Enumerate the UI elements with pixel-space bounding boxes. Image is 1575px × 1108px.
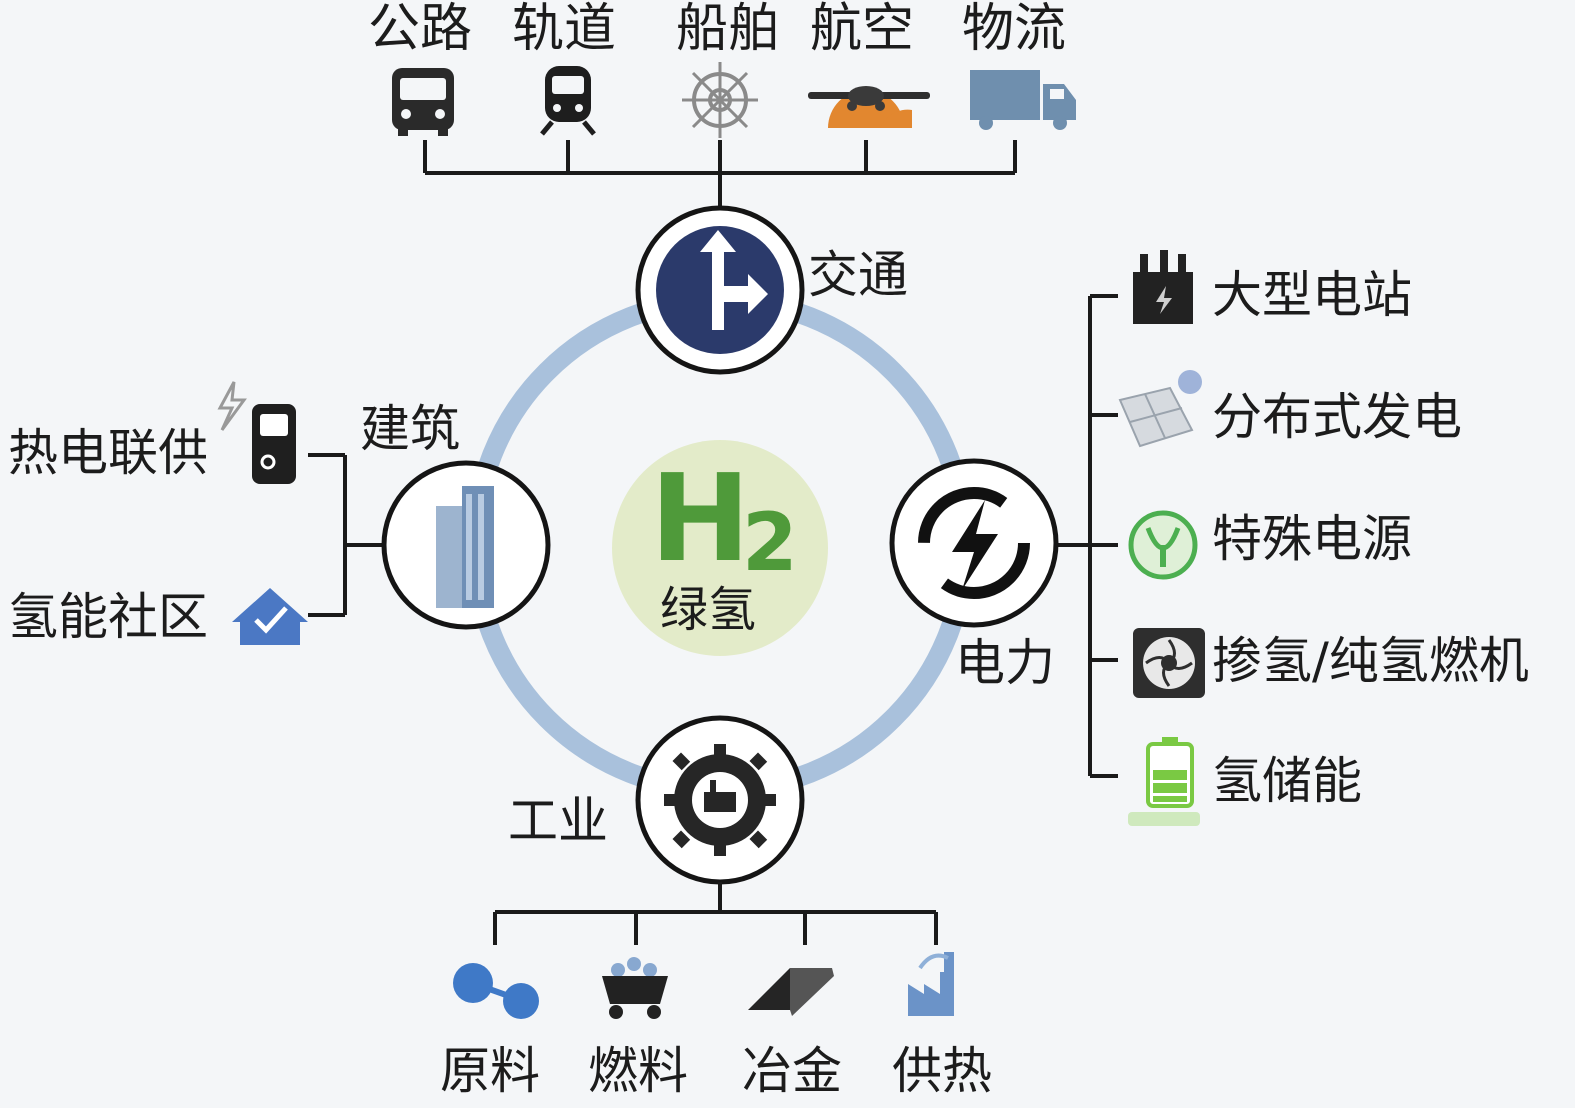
- transport-item-label: 公路: [368, 0, 472, 59]
- steel-bar-icon: [748, 968, 834, 1016]
- coal-cart-icon: [602, 957, 668, 1019]
- industry-hub: [635, 715, 805, 885]
- transport-item-label: 船舶: [676, 0, 780, 59]
- h2-symbol: H: [650, 450, 750, 589]
- power-item-label: 大型电站: [1212, 266, 1412, 324]
- transport-item-label: 物流: [962, 0, 1066, 59]
- power-branch: [1056, 294, 1118, 778]
- power-item-label: 氢储能: [1212, 752, 1362, 810]
- building-label: 建筑: [360, 400, 460, 458]
- industry-item-label: 供热: [892, 1042, 992, 1100]
- house-icon: [232, 588, 308, 645]
- special-power-icon: [1128, 510, 1198, 580]
- truck-icon: [970, 70, 1076, 130]
- industry-item-label: 燃料: [588, 1042, 688, 1100]
- power-item-label: 分布式发电: [1212, 388, 1462, 446]
- building-item-label: 热电联供: [8, 424, 208, 482]
- skyscraper-icon: [436, 486, 494, 608]
- transport-item-label: 轨道: [512, 0, 616, 59]
- building-branch: [308, 453, 384, 617]
- industry-item-label: 原料: [440, 1042, 540, 1100]
- transport-branch: [423, 140, 1017, 208]
- solar-panel-icon: [1118, 370, 1202, 448]
- molecule-icon: [453, 963, 539, 1019]
- industry-item-label: 冶金: [742, 1042, 842, 1100]
- center-label: 绿氢: [660, 582, 756, 638]
- lightning-icon: [952, 500, 998, 590]
- factory-icon: [908, 952, 954, 1016]
- building-hub: [381, 460, 551, 630]
- power-station-icon: [1133, 250, 1193, 324]
- center-node: H 2 绿氢: [612, 440, 828, 656]
- transport-item-label: 航空: [810, 0, 914, 59]
- industry-branch: [493, 882, 938, 945]
- power-label: 电力: [955, 634, 1055, 692]
- industry-label: 工业: [508, 792, 608, 850]
- chp-unit-icon: [217, 381, 296, 484]
- gear-factory-icon: [664, 744, 776, 856]
- building-item-label: 氢能社区: [8, 588, 208, 646]
- power-hub: [889, 458, 1059, 628]
- turbine-fan-icon: [1133, 628, 1205, 698]
- train-icon: [540, 66, 596, 136]
- battery-storage-icon: [1128, 737, 1200, 826]
- bus-icon: [392, 68, 454, 136]
- transport-hub: [635, 205, 805, 375]
- ship-wheel-icon: [682, 62, 758, 138]
- power-item-label: 掺氢/纯氢燃机: [1212, 632, 1529, 690]
- airplane-icon: [808, 86, 930, 128]
- transport-label: 交通: [808, 246, 908, 304]
- power-item-label: 特殊电源: [1212, 510, 1412, 568]
- h2-subscript: 2: [742, 496, 798, 589]
- direction-arrow-icon: [700, 230, 768, 330]
